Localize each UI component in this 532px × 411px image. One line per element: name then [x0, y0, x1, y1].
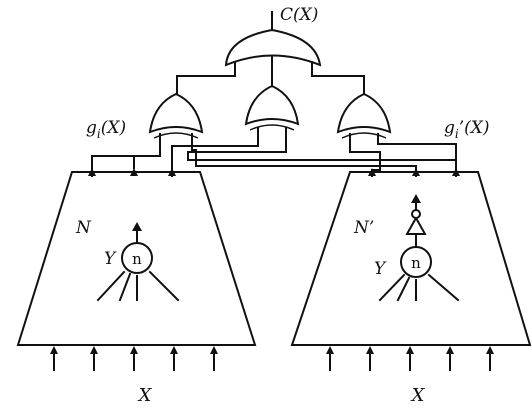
wire-gate-mid-1: [171, 127, 259, 177]
wire-top-right: [311, 61, 365, 99]
gate-left-label: gi(X): [86, 118, 126, 141]
neuron-left-label: n: [132, 250, 142, 268]
or-gate-middle-inner: [249, 124, 295, 131]
neuron-right-var: Y: [374, 259, 387, 279]
neuron-right-inputs: [378, 273, 460, 302]
neuron-left-inputs: [96, 270, 180, 302]
network-right-box: [290, 171, 532, 346]
wire-gate-right-1: [349, 133, 381, 177]
wire-gate-left-2: [191, 133, 417, 177]
neuron-left-output-arrow: [132, 222, 142, 231]
network-left-label: N: [75, 218, 92, 238]
gate-right-label: gi’(X): [444, 118, 490, 141]
neuron-right-output-arrow: [411, 194, 421, 203]
inverter-bubble: [411, 209, 421, 219]
or-gate-top: [224, 28, 322, 67]
or-gate-right-inner: [341, 132, 387, 139]
input-left-label: X: [137, 385, 153, 406]
network-left-box: [16, 171, 257, 346]
neuron-left-var: Y: [104, 249, 117, 269]
network-right-label: N’: [353, 218, 374, 238]
wire-top-left: [176, 61, 236, 99]
or-gate-left-inner: [153, 132, 199, 139]
or-gate-middle: [244, 84, 300, 126]
output-label: C(X): [280, 5, 318, 25]
neuron-right-label: n: [411, 254, 421, 272]
wire-gate-left-1: [133, 133, 161, 169]
or-gate-left: [148, 92, 204, 134]
right-network-input-arrows: [326, 346, 494, 371]
input-right-label: X: [410, 385, 426, 406]
or-gate-right: [336, 92, 392, 134]
wire-gate-right-2: [377, 133, 457, 177]
inverter-triangle: [405, 215, 427, 235]
left-network-input-arrows: [50, 346, 218, 371]
